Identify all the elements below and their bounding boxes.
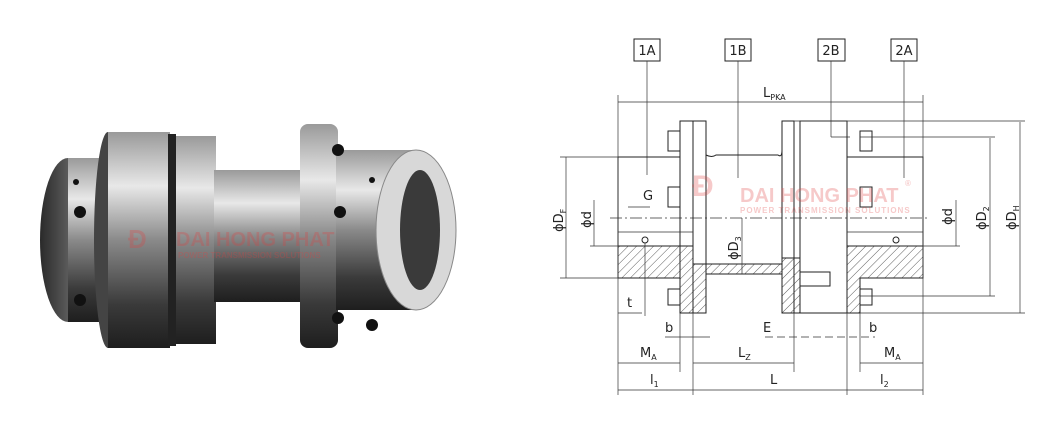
watermark-brand: DAI HONG PHAT: [176, 229, 335, 251]
watermark-registered: ®: [905, 179, 911, 188]
dim-dh: ϕDH: [1005, 205, 1021, 230]
watermark-logo-mark-2: Đ: [692, 170, 714, 203]
dim-b-right: b: [869, 321, 877, 336]
dim-lpka: LPKA: [763, 86, 786, 102]
svg-text:2B: 2B: [822, 44, 839, 59]
dim-l: L: [770, 373, 778, 388]
coupling-photo: [40, 124, 457, 348]
part-label-1a: 1A: [633, 38, 661, 175]
dim-b-left: b: [665, 321, 673, 336]
dim-l1: l1: [650, 373, 659, 389]
dim-d-left: ϕd: [580, 211, 595, 228]
dim-d3: ϕD3: [727, 236, 743, 260]
dim-g: G: [643, 189, 653, 204]
technical-drawing: 1A 1B 2B 2A: [610, 38, 930, 314]
svg-text:1B: 1B: [729, 44, 746, 59]
dimensions: LPKA ϕDH ϕD2 ϕd ϕDF ϕd ϕD3 G t b E b MA …: [552, 86, 1025, 395]
svg-text:2A: 2A: [895, 44, 912, 59]
watermark-brand-2: DAI HONG PHAT: [740, 185, 899, 207]
watermark-logo-mark: Đ: [128, 224, 147, 254]
dim-ma-right: MA: [884, 346, 901, 362]
watermark-tagline: POWER TRANSMISSION SOLUTIONS: [178, 251, 321, 260]
dim-e: E: [763, 321, 771, 336]
part-label-2b: 2B: [817, 38, 850, 138]
dim-t: t: [627, 296, 632, 311]
watermark-tagline-2: POWER TRANSMISSION SOLUTIONS: [740, 206, 911, 215]
dim-l2: l2: [880, 373, 889, 389]
part-label-2a: 2A: [890, 38, 918, 178]
dim-d-right: ϕd: [941, 208, 956, 225]
part-label-1b: 1B: [724, 38, 752, 178]
dim-lz: LZ: [738, 346, 751, 362]
dim-df: ϕDF: [552, 208, 568, 232]
watermark-drawing: Đ DAI HONG PHAT ® POWER TRANSMISSION SOL…: [692, 170, 911, 215]
svg-text:1A: 1A: [638, 44, 655, 59]
watermark-photo: Đ DAI HONG PHAT POWER TRANSMISSION SOLUT…: [128, 224, 335, 260]
dim-d2: ϕD2: [975, 206, 991, 230]
dim-ma-left: MA: [640, 346, 657, 362]
